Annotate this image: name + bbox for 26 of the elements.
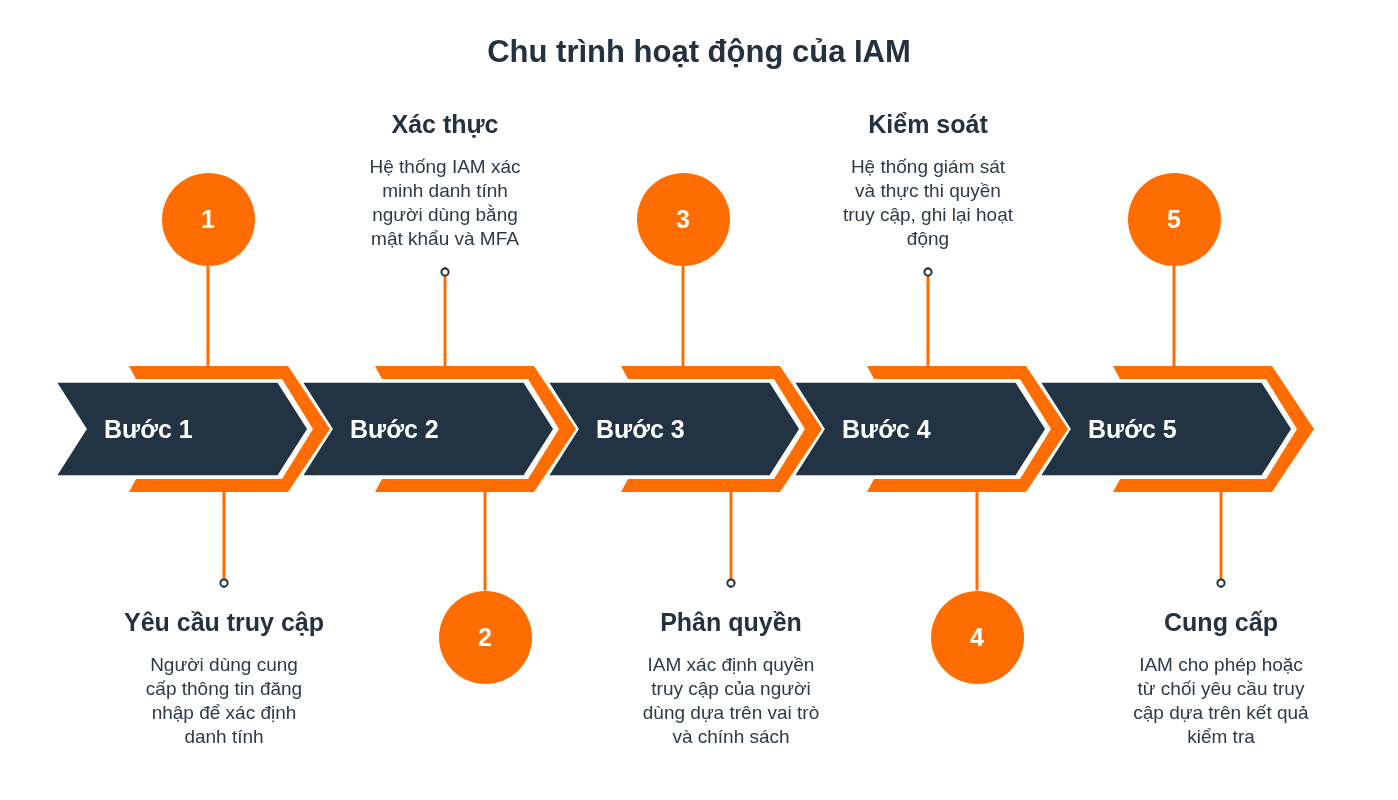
step-title: Phân quyền xyxy=(660,607,802,637)
step-description: IAM xác định quyền truy cập của người dùng dựa trên vai trò và chính sách xyxy=(642,653,820,749)
step-description: IAM cho phép hoặc từ chối yêu cầu truy cập dựa trên kết quả kiểm tra xyxy=(1132,653,1310,749)
connector-line xyxy=(1216,492,1226,588)
connector-line xyxy=(440,267,450,366)
connector-line xyxy=(681,265,685,366)
diagram-title: Chu trình hoạt động của IAM xyxy=(487,33,911,71)
step-description: Hệ thống giám sát và thực thi quyền truy cập, ghi lại hoạt động xyxy=(841,155,1014,251)
step-title: Kiểm soát xyxy=(868,109,988,139)
connector-line xyxy=(206,265,210,366)
step-label: Bước 2 xyxy=(350,414,439,444)
step-label: Bước 3 xyxy=(596,414,685,444)
step-title: Yêu cầu truy cập xyxy=(123,607,325,637)
connector-line xyxy=(483,492,487,591)
connector-line xyxy=(1172,265,1176,366)
step-label: Bước 1 xyxy=(104,414,193,444)
step-label: Bước 4 xyxy=(842,414,931,444)
connector-line xyxy=(923,267,933,366)
connector-line xyxy=(726,492,736,588)
step-description: Người dùng cung cấp thông tin đăng nhập để xác định danh tính xyxy=(144,653,304,749)
connector-line xyxy=(219,492,229,588)
step-title: Cung cấp xyxy=(1164,607,1278,637)
step-label: Bước 5 xyxy=(1088,414,1177,444)
step-description: Hệ thống IAM xác minh danh tính người dùng bằng mật khẩu và MFA xyxy=(368,155,522,251)
connector-line xyxy=(975,492,979,591)
step-title: Xác thực xyxy=(391,109,499,139)
